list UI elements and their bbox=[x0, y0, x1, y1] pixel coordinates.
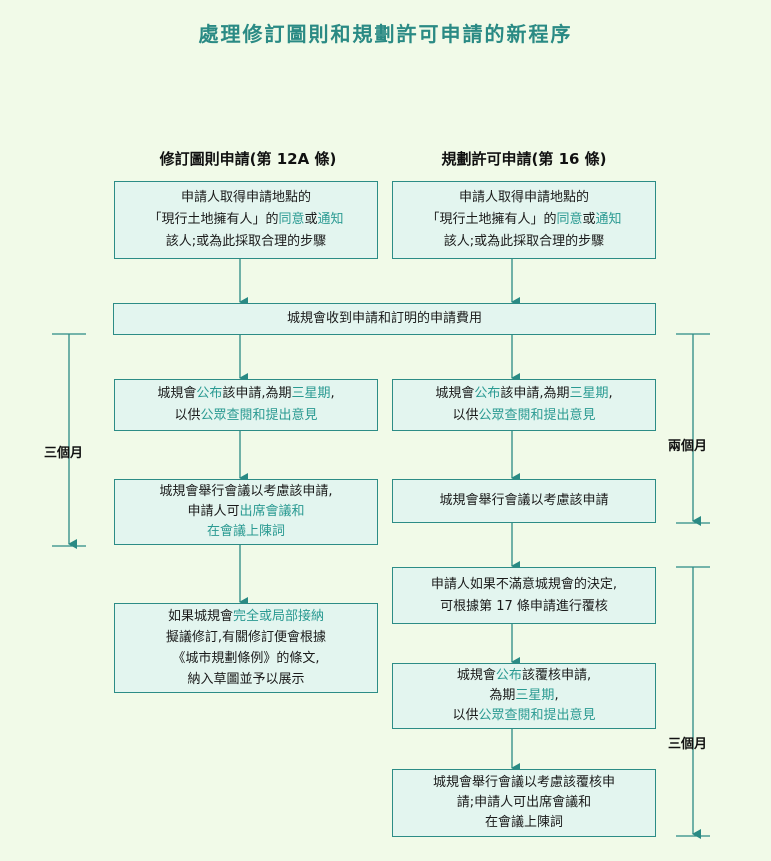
text-line: 該申請,為期 bbox=[222, 386, 292, 401]
left-column-heading: 修訂圖則申請(第 12A 條) bbox=[159, 150, 337, 168]
text-line: 以供 bbox=[174, 408, 201, 423]
label-left-three-months: 三個月 bbox=[44, 446, 84, 461]
label-right-three-months: 三個月 bbox=[668, 737, 708, 752]
text-line: 城規會舉行會議以考慮該覆核申 bbox=[432, 775, 615, 790]
text-line: 「現行土地擁有人」的 bbox=[148, 212, 279, 227]
text-line: 以供 bbox=[452, 408, 479, 423]
highlight-text: 三星期 bbox=[515, 688, 555, 703]
left-step-meeting: 城規會舉行會議以考慮該申請, 申請人可出席會議和 在會議上陳詞 bbox=[114, 479, 378, 545]
highlight-text: 三星期 bbox=[569, 386, 609, 401]
text-line: , bbox=[554, 688, 559, 703]
text-line: 城規會收到申請和訂明的申請費用 bbox=[286, 311, 482, 326]
left-step-amendment: 如果城規會完全或局部接納 擬議修訂,有關修訂便會根據 《城市規劃條例》的條文, … bbox=[114, 603, 378, 693]
left-step-consent: 申請人取得申請地點的 「現行土地擁有人」的同意或通知 該人;或為此採取合理的步驟 bbox=[114, 181, 378, 259]
highlight-text: 公眾查閱和提出意見 bbox=[478, 408, 596, 423]
text-line: 申請人如果不滿意城規會的決定, bbox=[430, 576, 618, 592]
text-line: 納入草圖並予以展示 bbox=[187, 672, 305, 687]
text-line: 如果城規會 bbox=[167, 609, 233, 624]
highlight-text: 公布 bbox=[196, 386, 223, 401]
text-line: 城規會舉行會議以考慮該申請, bbox=[159, 484, 333, 499]
highlight-text: 公眾查閱和提出意見 bbox=[200, 408, 318, 423]
highlight-text: 同意 bbox=[278, 212, 305, 227]
highlight-text: 在會議上陳詞 bbox=[206, 524, 285, 539]
right-step-publish: 城規會公布該申請,為期三星期, 以供公眾查閱和提出意見 bbox=[392, 379, 656, 431]
highlight-text: 同意 bbox=[556, 212, 583, 227]
highlight-text: 三星期 bbox=[291, 386, 331, 401]
text-line: 在會議上陳詞 bbox=[484, 815, 563, 830]
text-line: 城規會 bbox=[157, 386, 197, 401]
right-step-review-publish: 城規會公布該覆核申請, 為期三星期, 以供公眾查閱和提出意見 bbox=[392, 663, 656, 729]
text-line: 擬議修訂,有關修訂便會根據 bbox=[165, 630, 327, 645]
right-step-consent: 申請人取得申請地點的 「現行土地擁有人」的同意或通知 該人;或為此採取合理的步驟 bbox=[392, 181, 656, 259]
highlight-text: 公布 bbox=[495, 668, 522, 683]
highlight-text: 公布 bbox=[474, 386, 501, 401]
text-line: 為期 bbox=[489, 688, 516, 703]
text-line: , bbox=[330, 386, 335, 401]
text-line: 申請人取得申請地點的 bbox=[180, 190, 311, 205]
text-line: 該人;或為此採取合理的步驟 bbox=[443, 234, 605, 249]
text-line: 申請人可 bbox=[187, 504, 240, 519]
text-line: 該申請,為期 bbox=[500, 386, 570, 401]
right-column-heading: 規劃許可申請(第 16 條) bbox=[441, 150, 607, 168]
highlight-text: 通知 bbox=[317, 212, 344, 227]
page-title: 處理修訂圖則和規劃許可申請的新程序 bbox=[198, 22, 573, 46]
text-line: 該覆核申請, bbox=[521, 668, 592, 683]
right-step-review-application: 申請人如果不滿意城規會的決定, 可根據第 17 條申請進行覆核 bbox=[392, 567, 656, 624]
label-right-two-months: 兩個月 bbox=[668, 439, 708, 454]
text-line: 《城市規劃條例》的條文, bbox=[172, 651, 320, 666]
text-line: 可根據第 17 條申請進行覆核 bbox=[440, 598, 608, 614]
text-line: 或 bbox=[582, 212, 596, 227]
text-line: 「現行土地擁有人」的 bbox=[426, 212, 557, 227]
right-step-meeting: 城規會舉行會議以考慮該申請 bbox=[392, 479, 656, 523]
text-line: 申請人取得申請地點的 bbox=[458, 190, 589, 205]
text-line: 城規會 bbox=[435, 386, 475, 401]
text-line: 城規會舉行會議以考慮該申請 bbox=[439, 493, 609, 508]
text-line: , bbox=[608, 386, 613, 401]
right-step-review-meeting: 城規會舉行會議以考慮該覆核申 請;申請人可出席會議和 在會議上陳詞 bbox=[392, 769, 656, 837]
text-line: 或 bbox=[304, 212, 318, 227]
highlight-text: 公眾查閱和提出意見 bbox=[478, 708, 596, 723]
text-line: 城規會 bbox=[456, 668, 496, 683]
text-line: 請;申請人可出席會議和 bbox=[456, 795, 592, 810]
highlight-text: 通知 bbox=[595, 212, 622, 227]
text-line: 以供 bbox=[452, 708, 479, 723]
text-line: 該人;或為此採取合理的步驟 bbox=[165, 234, 327, 249]
highlight-text: 出席會議和 bbox=[239, 504, 305, 519]
highlight-text: 完全或局部接納 bbox=[233, 609, 325, 624]
shared-step-received: 城規會收到申請和訂明的申請費用 bbox=[113, 303, 656, 335]
left-step-publish: 城規會公布該申請,為期三星期, 以供公眾查閱和提出意見 bbox=[114, 379, 378, 431]
